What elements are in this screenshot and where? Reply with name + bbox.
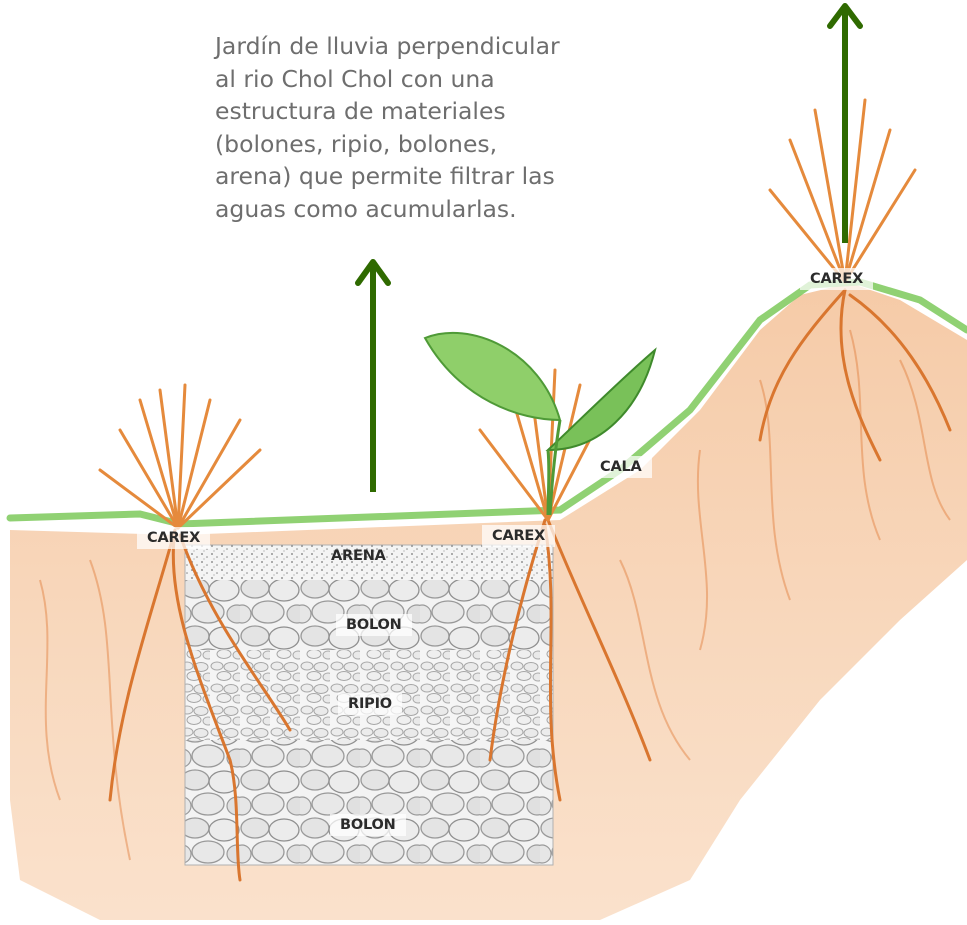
label-carex-top: CAREX [800,268,873,290]
description-line: (bolones, ripio, bolones, [215,128,595,161]
description-line: aguas como acumularlas. [215,193,595,226]
description-line: Jardín de lluvia perpendicular [215,30,595,63]
label-ripio: RIPIO [338,693,402,715]
label-carex-mid: CAREX [482,525,555,547]
description-line: estructura de materiales [215,95,595,128]
label-arena: ARENA [321,545,396,567]
description-line: al rio Chol Chol con una [215,63,595,96]
carex-plant-left [100,385,260,528]
label-cala: CALA [590,456,652,478]
description-text: Jardín de lluvia perpendicular al rio Ch… [215,30,595,225]
label-bolon-lower: BOLON [330,814,406,836]
label-bolon-upper: BOLON [336,614,412,636]
description-line: arena) que permite filtrar las [215,160,595,193]
label-carex-left: CAREX [137,527,210,549]
